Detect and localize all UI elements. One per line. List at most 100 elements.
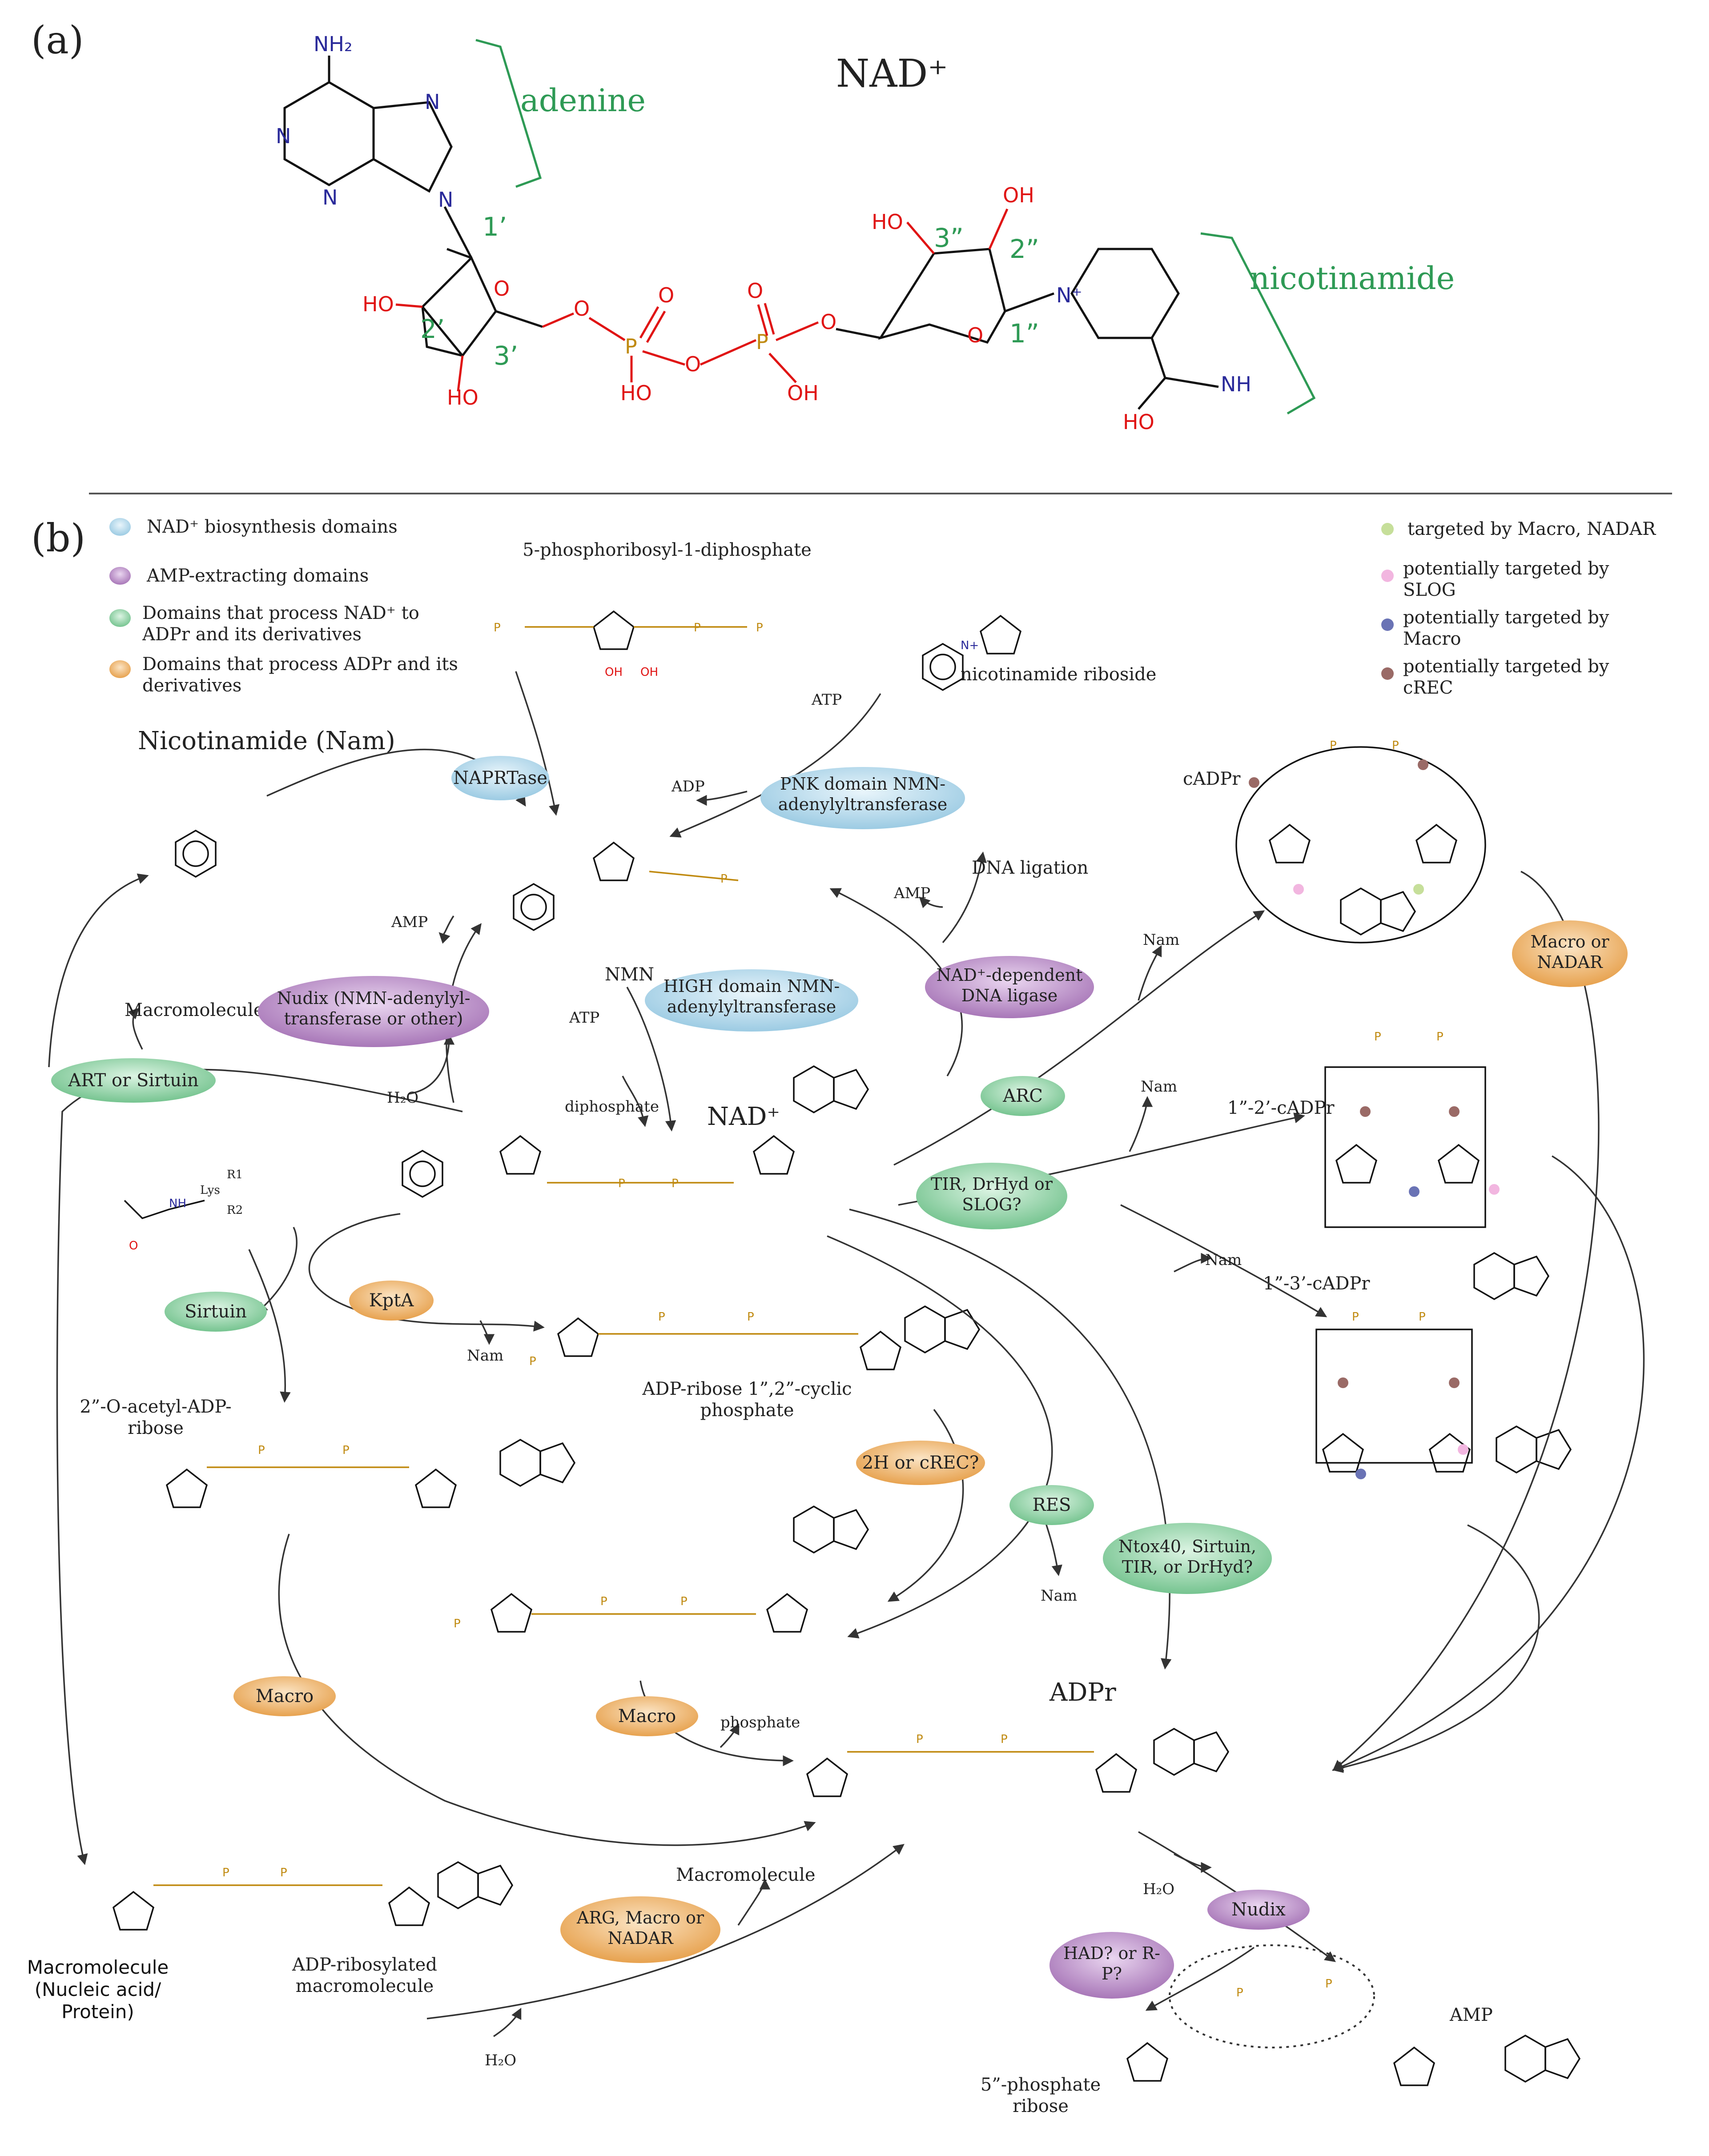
- svg-text:H₂O: H₂O: [1143, 1880, 1174, 1898]
- svg-text:RES: RES: [1033, 1495, 1071, 1515]
- enzyme-sirtuin: Sirtuin: [165, 1292, 267, 1332]
- enzyme-nudix-nmn: Nudix (NMN-adenylyl-transferase or other…: [258, 976, 489, 1047]
- enzyme-arc: ARC: [981, 1076, 1065, 1116]
- nr-label: nicotinamide riboside: [961, 664, 1156, 685]
- svg-text:ATP: ATP: [569, 1009, 599, 1027]
- enzyme-naprtase: NAPRTase: [451, 756, 549, 800]
- legend-swatch-orange: [109, 660, 131, 678]
- svg-text:P: P: [1419, 1310, 1426, 1324]
- svg-text:Sirtuin: Sirtuin: [185, 1301, 247, 1322]
- svg-text:P: P: [625, 334, 637, 358]
- svg-text:NAPRTase: NAPRTase: [453, 768, 547, 788]
- svg-text:ADP: ADP: [671, 778, 705, 795]
- enzyme-res: RES: [1009, 1485, 1094, 1525]
- pos-1p: 1’: [483, 212, 507, 242]
- svg-text:Nam: Nam: [1041, 1587, 1077, 1605]
- svg-text:P: P: [1236, 1986, 1243, 1999]
- svg-text:O: O: [747, 279, 763, 303]
- svg-text:P: P: [658, 1310, 665, 1324]
- cadpr-label: cADPr: [1183, 769, 1241, 789]
- nad-title: NAD⁺: [836, 52, 948, 96]
- svg-text:Nam: Nam: [1141, 1078, 1177, 1096]
- acetyl-structure: P P: [166, 1439, 575, 1508]
- legend-text-blue: potentially targeted by Macro: [1403, 607, 1609, 649]
- svg-text:Macromolecule: Macromolecule: [676, 1865, 816, 1885]
- acetyl-label: 2”-O-acetyl-ADP-ribose: [80, 1397, 232, 1438]
- enzyme-tir: TIR, DrHyd or SLOG?: [916, 1163, 1067, 1229]
- enzyme-arg-macro: ARG, Macro or NADAR: [560, 1896, 720, 1963]
- adprm-label: ADP-ribosylated macromolecule: [292, 1955, 437, 1996]
- svg-text:P: P: [720, 872, 728, 886]
- adenine-bracket: [475, 39, 542, 188]
- macromolecule-label: Macromolecule (Nucleic acid/ Protein): [27, 1956, 169, 2023]
- svg-text:HO: HO: [872, 210, 903, 234]
- pos-3pp: 3”: [934, 223, 964, 253]
- svg-text:NH: NH: [169, 1197, 186, 1210]
- amp-label-final: AMP: [1449, 2005, 1493, 2025]
- c13-label: 1”-3’-cADPr: [1263, 1273, 1370, 1294]
- svg-text:diphosphate: diphosphate: [565, 1098, 659, 1116]
- svg-text:N: N: [276, 124, 291, 148]
- svg-text:R2: R2: [227, 1204, 243, 1217]
- enzyme-kpta: KptA: [349, 1281, 434, 1321]
- left-ribose: O HO HO: [362, 206, 574, 410]
- c13-structure: P P: [1315, 1310, 1572, 1479]
- svg-text:P: P: [494, 621, 501, 634]
- pos-2pp: 2”: [1009, 234, 1039, 264]
- padpr-structure: P P P: [454, 1506, 869, 1633]
- svg-text:Macro: Macro: [256, 1686, 314, 1706]
- svg-text:ATP: ATP: [811, 691, 842, 709]
- enzyme-had: HAD? or R-P?: [1050, 1932, 1174, 1999]
- svg-text:AMP-extracting domains: AMP-extracting domains: [146, 566, 369, 586]
- svg-text:Nam: Nam: [467, 1347, 503, 1365]
- svg-text:P: P: [280, 1866, 287, 1879]
- svg-text:NH₂: NH₂: [314, 32, 352, 56]
- cadpr-structure: P P: [1235, 739, 1486, 944]
- svg-text:N: N: [425, 90, 440, 114]
- svg-text:P: P: [600, 1595, 607, 1608]
- nmn-structure: P: [513, 842, 739, 931]
- nr-structure: N+: [922, 615, 1021, 691]
- svg-text:P: P: [916, 1733, 923, 1746]
- legend-left: NAD⁺ biosynthesis domains AMP-extracting…: [109, 517, 458, 696]
- enzyme-nudix: Nudix: [1207, 1890, 1310, 1930]
- legend-text-pink: potentially targeted by SLOG: [1403, 558, 1609, 600]
- nam-structure: [175, 830, 217, 878]
- nicotinamide-bracket: [1200, 232, 1316, 415]
- cyclicp-structure: P P P: [529, 1305, 980, 1370]
- svg-text:O: O: [494, 277, 510, 301]
- svg-text:OH: OH: [605, 666, 623, 679]
- nad-structure: P P: [402, 1065, 869, 1198]
- legend-text-brown: potentially targeted by cREC: [1403, 656, 1609, 698]
- svg-text:P: P: [1392, 739, 1399, 752]
- nicotinamide-label: nicotinamide: [1250, 260, 1455, 297]
- svg-text:P: P: [672, 1177, 679, 1190]
- svg-text:R1: R1: [227, 1168, 243, 1181]
- ribose5p-label: 5”-phosphate ribose: [980, 2075, 1101, 2116]
- panel-a: (a) NAD⁺ adenine nicotinamide NH₂ N N N …: [31, 18, 1455, 434]
- svg-text:P: P: [1001, 1733, 1008, 1746]
- right-ribose: HO OH O: [872, 183, 1054, 347]
- nam-label: Nicotinamide (Nam): [138, 727, 395, 755]
- legend-swatch-blue: [109, 518, 131, 536]
- svg-text:O: O: [658, 283, 674, 307]
- svg-text:O: O: [574, 297, 590, 321]
- svg-text:O: O: [685, 352, 701, 376]
- svg-text:P: P: [1325, 1977, 1332, 1991]
- enzyme-macro-1: Macro: [233, 1676, 336, 1716]
- enzyme-high: HIGH domain NMN-adenylyltransferase: [645, 969, 858, 1032]
- panel-b: (b) NAD⁺ biosynthesis domains AMP-extrac…: [27, 516, 1657, 2116]
- svg-text:H₂O: H₂O: [387, 1089, 418, 1107]
- enzyme-dna-ligase: NAD⁺-dependent DNA ligase: [925, 956, 1094, 1018]
- legend-dot-green: [1381, 523, 1394, 535]
- svg-text:N⁺: N⁺: [1056, 283, 1082, 307]
- svg-text:targeted by Macro, NADAR: targeted by Macro, NADAR: [1407, 519, 1657, 539]
- adpr-structure: P P: [806, 1728, 1229, 1797]
- enzyme-pnk: PNK domain NMN-adenylyltransferase: [760, 767, 965, 829]
- svg-text:P: P: [1352, 1310, 1359, 1324]
- svg-text:P: P: [756, 621, 763, 634]
- enzyme-art: ART or Sirtuin: [51, 1058, 216, 1103]
- svg-text:NAD⁺ biosynthesis domains: NAD⁺ biosynthesis domains: [147, 517, 398, 537]
- svg-text:NH: NH: [1221, 372, 1251, 396]
- svg-text:N+: N+: [961, 639, 979, 652]
